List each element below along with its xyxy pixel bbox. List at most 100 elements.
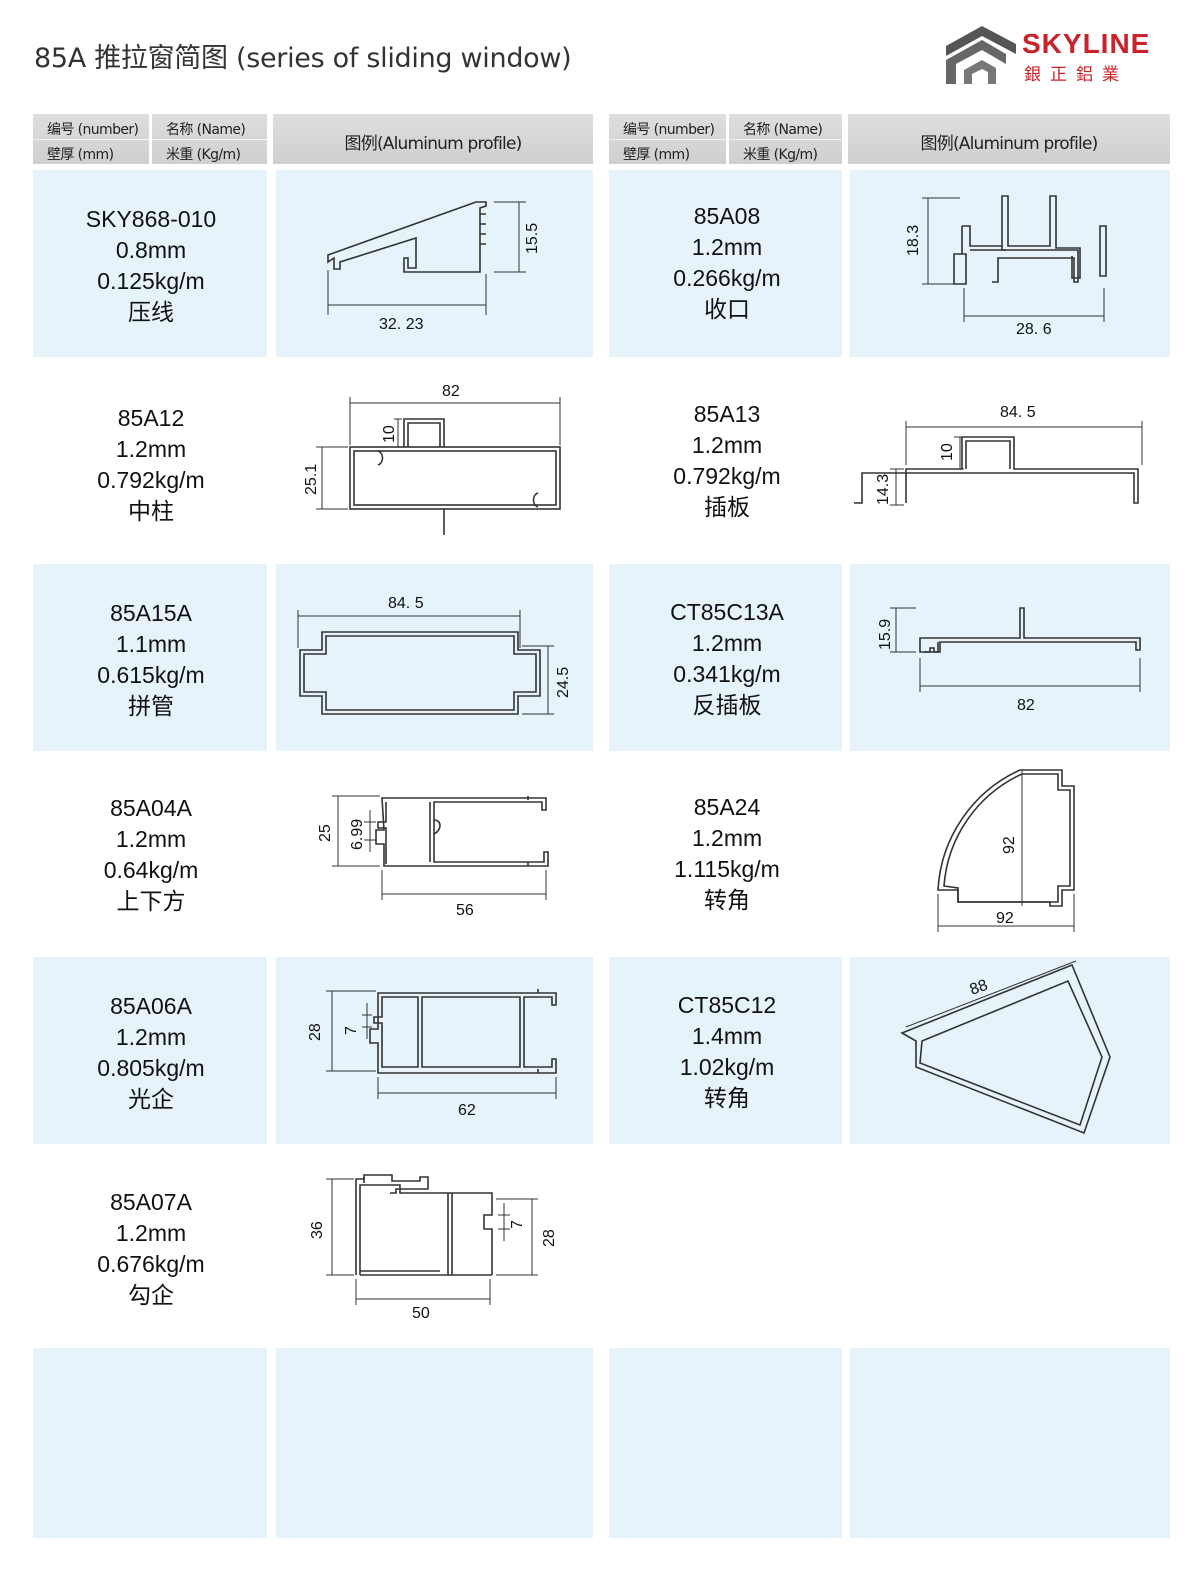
dim-label: 84. 5 (1000, 404, 1036, 421)
profile-name: 收口 (704, 296, 750, 322)
profile-85a13-icon: 84. 5 10 14.3 (854, 404, 1143, 506)
profile-name: 拼管 (128, 693, 174, 719)
profile-number: 85A04A (110, 795, 192, 821)
profile-thickness: 1.4mm (691, 1023, 763, 1049)
profile-info-9: CT85C12 1.4mm 1.02kg/m 转角 (609, 990, 845, 1114)
header-number-label: 编号 (number) (623, 122, 715, 138)
row3-info-bg-right (609, 564, 842, 751)
row1-profile-bg-right (850, 170, 1170, 357)
profile-info-2: 85A12 1.2mm 0.792kg/m 中柱 (33, 403, 269, 527)
profile-85a04a-icon: 56 25 6.99 (317, 795, 549, 919)
dim-label: 18.3 (905, 225, 922, 256)
profile-85a08-icon: 28. 6 18.3 (905, 195, 1107, 338)
row1-profile-bg (276, 170, 593, 357)
profile-ct85c13a-icon: 82 15.9 (877, 607, 1141, 714)
profile-sky868-010-icon: 32. 23 15.5 (327, 201, 541, 333)
profile-drawing-9: 88 (850, 957, 1170, 1144)
dim-label: 82 (1017, 697, 1035, 714)
profile-name: 转角 (704, 887, 750, 913)
dim-label: 10 (381, 425, 398, 443)
profile-85a15a-icon: 84. 5 24.5 (297, 595, 572, 715)
header-profile: 图例(Aluminum profile) (273, 114, 593, 164)
profile-number: 85A13 (693, 401, 761, 427)
header-number-thickness: 编号 (number) 壁厚 (mm) (33, 114, 149, 164)
header-name-weight-right: 名称 (Name) 米重 (Kg/m) (729, 114, 842, 164)
brand-name: SKYLINE (1022, 28, 1151, 59)
header-name-label: 名称 (Name) (743, 122, 823, 138)
dim-label: 28. 6 (1016, 321, 1052, 338)
dim-label: 32. 23 (379, 316, 424, 333)
profile-weight: 0.615kg/m (97, 662, 205, 688)
dim-label: 92 (996, 910, 1014, 927)
profile-drawing-2: 82 10 25.1 (276, 365, 593, 555)
profile-weight: 0.64kg/m (103, 857, 199, 883)
row7-profile-bg (276, 1348, 593, 1538)
header-number-thickness-right: 编号 (number) 壁厚 (mm) (609, 114, 726, 164)
profile-number: 85A06A (110, 993, 192, 1019)
dim-label: 28 (307, 1023, 324, 1041)
profile-drawing-8: 62 28 7 (276, 957, 593, 1144)
profile-drawing-3: 84. 5 10 14.3 (850, 365, 1170, 555)
dim-label: 82 (442, 383, 460, 400)
profile-weight: 1.115kg/m (674, 856, 780, 882)
profile-number: 85A08 (693, 203, 761, 229)
brand-logo: SKYLINE 銀正鋁業 (944, 24, 1166, 86)
dim-label: 36 (309, 1221, 326, 1239)
profile-name: 压线 (128, 299, 174, 325)
profile-drawing-6: 56 25 6.99 (276, 760, 593, 950)
profile-info-8: 85A06A 1.2mm 0.805kg/m 光企 (33, 991, 269, 1115)
profile-thickness: 1.2mm (691, 630, 763, 656)
dim-label: 62 (458, 1102, 476, 1119)
profile-85a12-icon: 82 10 25.1 (303, 383, 561, 535)
profile-info-1: 85A08 1.2mm 0.266kg/m 收口 (609, 201, 845, 325)
profile-thickness: 1.2mm (115, 436, 187, 462)
profile-info-10: 85A07A 1.2mm 0.676kg/m 勾企 (33, 1187, 269, 1311)
profile-drawing-4: 84. 5 24.5 (276, 564, 593, 751)
header-name-weight: 名称 (Name) 米重 (Kg/m) (152, 114, 267, 164)
profile-thickness: 1.2mm (691, 432, 763, 458)
dim-label: 92 (1001, 836, 1018, 854)
profile-thickness: 1.2mm (691, 825, 763, 851)
dim-label: 15.5 (524, 223, 541, 254)
profile-drawing-0: 32. 23 15.5 (276, 170, 593, 357)
dim-label: 7 (343, 1026, 360, 1035)
dim-label: 24.5 (555, 667, 572, 698)
row5-info-bg-right (609, 957, 842, 1144)
profile-number: 85A15A (110, 600, 192, 626)
row7-info-bg-right (609, 1348, 842, 1538)
skyline-logo-icon (946, 26, 1016, 84)
row3-info-bg (33, 564, 267, 751)
profile-weight: 0.805kg/m (97, 1055, 205, 1081)
profile-thickness: 1.1mm (115, 631, 187, 657)
dim-label: 28 (541, 1229, 558, 1247)
profile-number: 85A24 (693, 794, 761, 820)
header-number-label: 编号 (number) (47, 122, 139, 138)
profile-name: 中柱 (128, 498, 174, 524)
row7-info-bg (33, 1348, 267, 1538)
profile-weight: 0.266kg/m (673, 265, 781, 291)
profile-number: SKY868-010 (85, 206, 217, 232)
profile-drawing-10: 50 36 7 28 (276, 1153, 593, 1343)
dim-label: 7 (509, 1220, 526, 1229)
brand-subtitle: 銀正鋁業 (1024, 65, 1128, 85)
profile-weight: 0.125kg/m (97, 268, 205, 294)
dim-label: 56 (456, 902, 474, 919)
dim-label: 10 (939, 443, 956, 461)
header-profile-right: 图例(Aluminum profile) (848, 114, 1170, 164)
profile-weight: 0.676kg/m (97, 1251, 205, 1277)
profile-name: 勾企 (128, 1282, 174, 1308)
profile-info-6: 85A04A 1.2mm 0.64kg/m 上下方 (33, 793, 269, 917)
profile-number: CT85C13A (670, 599, 784, 625)
profile-weight: 0.792kg/m (97, 467, 205, 493)
profile-info-0: SKY868-010 0.8mm 0.125kg/m 压线 (33, 204, 269, 328)
profile-weight: 1.02kg/m (679, 1054, 775, 1080)
header-profile-label: 图例(Aluminum profile) (920, 134, 1099, 154)
profile-drawing-7: 92 92 (850, 760, 1170, 950)
dim-label: 25.1 (303, 464, 320, 495)
header-name-label: 名称 (Name) (166, 122, 246, 138)
profile-number: 85A12 (117, 405, 185, 431)
profile-name: 插板 (704, 494, 750, 520)
row3-profile-bg-right (850, 564, 1170, 751)
profile-ct85c12-icon: 88 (900, 960, 1111, 1135)
profile-weight: 0.341kg/m (673, 661, 781, 687)
